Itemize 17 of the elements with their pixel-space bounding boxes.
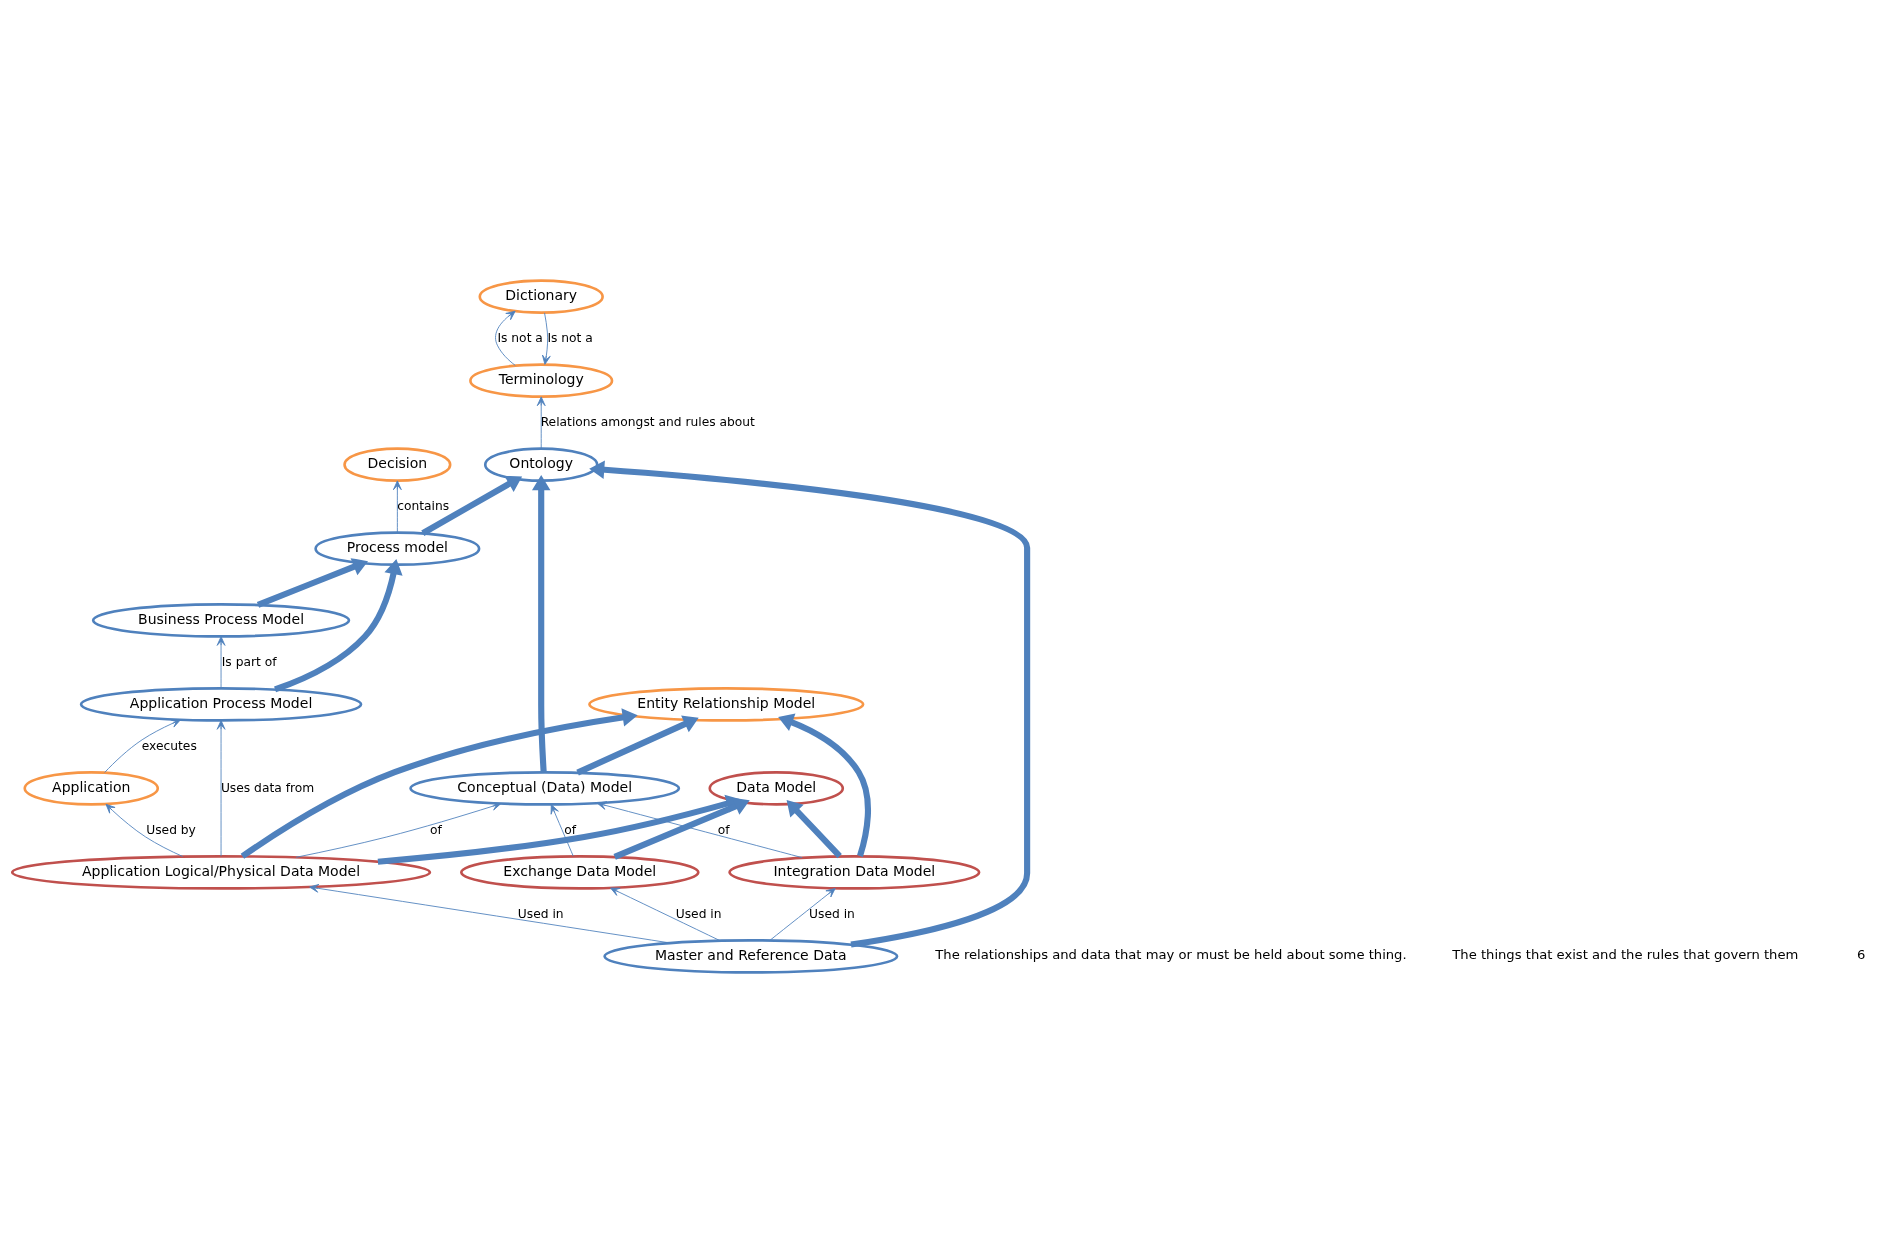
edge-label: Is not a	[547, 330, 593, 345]
label: The things that exist and the rules that govern them	[1452, 946, 1799, 962]
label: The relationships and data that may or must be held about some thing.	[935, 946, 1407, 962]
edge-label: Used in	[675, 906, 722, 921]
label: 6	[1857, 946, 1866, 962]
edge-label: of	[564, 822, 577, 837]
edge-label: Used by	[146, 822, 196, 837]
edge-label: Used in	[517, 906, 564, 921]
edge-label: of	[430, 822, 442, 837]
edge-label: executes	[141, 738, 197, 753]
edge-label: Used in	[809, 906, 855, 921]
edge-label: Is part of	[221, 654, 277, 669]
edge-label: Is not a	[497, 330, 543, 345]
edge-label: Relations amongst and rules about	[540, 414, 755, 429]
edge-label: Uses data from	[220, 780, 315, 795]
edge-label: of	[717, 822, 730, 837]
edge-label: contains	[397, 498, 450, 513]
